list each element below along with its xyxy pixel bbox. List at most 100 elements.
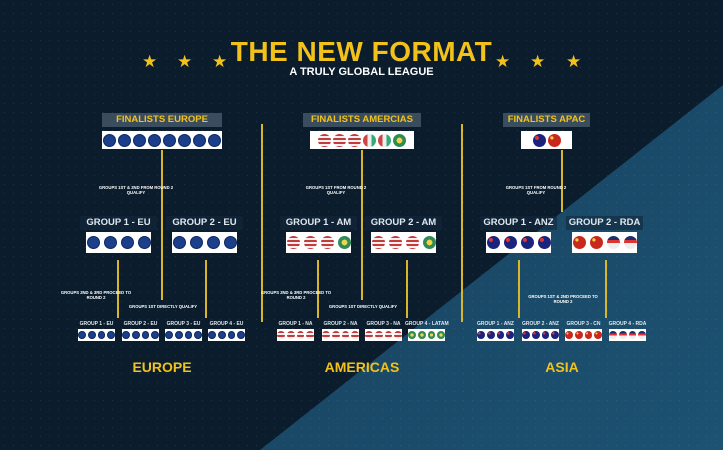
flag-us-icon xyxy=(296,331,305,339)
flag-eu-icon xyxy=(227,331,236,339)
round2-group-0-label: GROUP 1 - EU xyxy=(80,216,157,230)
flag-eu-icon xyxy=(86,236,100,249)
flag-eu-icon xyxy=(118,133,131,147)
flag-br-icon xyxy=(427,331,436,339)
flag-ml-icon xyxy=(628,331,637,339)
connector-line xyxy=(161,150,163,300)
round1-group-10-label: GROUP 3 - CN xyxy=(566,321,601,327)
flag-br-icon xyxy=(408,331,416,339)
round1-group-8-flags xyxy=(477,329,514,341)
flag-us-icon xyxy=(333,133,346,147)
note-eu-direct: GROUPS 1ST DIRECTLY QUALIFY xyxy=(128,304,198,309)
flag-us-icon xyxy=(318,133,331,147)
flag-eu-icon xyxy=(78,331,86,339)
flag-us-icon xyxy=(384,331,393,339)
star-icon: ★ xyxy=(530,52,546,71)
flag-br-icon xyxy=(393,133,406,147)
flag-eu-icon xyxy=(141,331,150,339)
flag-us-icon xyxy=(348,133,361,147)
divider-line xyxy=(261,124,263,322)
flag-br-icon xyxy=(422,236,436,249)
flag-eu-icon xyxy=(189,236,203,249)
note-am-top: GROUPS 1ST FROM ROUND 2 QUALIFY xyxy=(305,185,367,195)
flag-cn-icon xyxy=(565,331,573,339)
round1-group-3-flags xyxy=(208,329,245,341)
flag-br-icon xyxy=(437,331,445,339)
star-icon: ★ xyxy=(212,52,228,71)
flag-eu-icon xyxy=(103,236,117,249)
connector-line xyxy=(117,260,119,318)
round1-group-2-label: GROUP 3 - EU xyxy=(166,321,201,327)
flag-eu-icon xyxy=(122,331,130,339)
flag-ml-icon xyxy=(638,331,646,339)
round1-group-4-flags xyxy=(277,329,314,341)
round2-group-5-flags xyxy=(572,232,637,253)
flag-au-icon xyxy=(503,236,517,249)
round2-group-4-label: GROUP 1 - ANZ xyxy=(480,216,557,230)
flag-cn-icon xyxy=(572,236,586,249)
flag-au-icon xyxy=(477,331,485,339)
flag-eu-icon xyxy=(107,331,115,339)
flag-au-icon xyxy=(537,236,551,249)
connector-line xyxy=(361,150,363,300)
flag-au-icon xyxy=(486,331,495,339)
note-apac-proceed: GROUPS 1ST & 2ND PROCEED TO ROUND 2 xyxy=(528,294,598,304)
round1-group-9-label: GROUP 2 - ANZ xyxy=(522,321,559,327)
flag-eu-icon xyxy=(193,133,206,147)
flag-eu-icon xyxy=(208,133,221,147)
connector-line xyxy=(406,260,408,318)
flag-us-icon xyxy=(286,236,300,249)
flag-au-icon xyxy=(522,331,530,339)
flag-eu-icon xyxy=(174,331,183,339)
flag-eu-icon xyxy=(131,331,140,339)
flag-us-icon xyxy=(320,236,334,249)
finalists-1-flags xyxy=(310,131,414,149)
round1-group-6-flags xyxy=(365,329,402,341)
round1-group-5-flags xyxy=(322,329,359,341)
flag-cn-icon xyxy=(584,331,593,339)
connector-line xyxy=(561,150,563,212)
flag-eu-icon xyxy=(87,331,96,339)
flag-au-icon xyxy=(520,236,534,249)
flag-cn-icon xyxy=(589,236,603,249)
flag-eu-icon xyxy=(237,331,245,339)
flag-eu-icon xyxy=(178,133,191,147)
flag-au-icon xyxy=(496,331,505,339)
flag-ml-icon xyxy=(609,331,617,339)
round1-group-7-flags xyxy=(408,329,445,341)
round2-group-2-label: GROUP 1 - AM xyxy=(280,216,357,230)
round1-group-8-label: GROUP 1 - ANZ xyxy=(477,321,514,327)
flag-eu-icon xyxy=(206,236,220,249)
flag-us-icon xyxy=(322,331,330,339)
round1-group-4-label: GROUP 1 - NA xyxy=(278,321,313,327)
flag-br-icon xyxy=(417,331,426,339)
flag-au-icon xyxy=(506,331,514,339)
finalists-1-label: FINALISTS AMERCIAS xyxy=(303,113,421,127)
round2-group-2-flags xyxy=(286,232,351,253)
star-icon: ★ xyxy=(566,52,582,71)
region-europe: EUROPE xyxy=(132,359,192,375)
flag-mx-icon xyxy=(378,133,391,147)
round1-group-11-flags xyxy=(609,329,646,341)
round1-group-6-label: GROUP 3 - NA xyxy=(366,321,401,327)
flag-us-icon xyxy=(388,236,402,249)
connector-line xyxy=(518,260,520,318)
flag-eu-icon xyxy=(172,236,186,249)
round2-group-4-flags xyxy=(486,232,551,253)
round2-group-1-flags xyxy=(172,232,237,253)
flag-eu-icon xyxy=(184,331,193,339)
flag-br-icon xyxy=(337,236,351,249)
flag-eu-icon xyxy=(120,236,134,249)
connector-line xyxy=(205,260,207,318)
flag-au-icon xyxy=(551,331,559,339)
flag-us-icon xyxy=(341,331,350,339)
finalists-0-flags xyxy=(102,131,222,149)
flag-us-icon xyxy=(371,236,385,249)
note-apac-top: GROUPS 1ST FROM ROUND 2 QUALIFY xyxy=(505,185,567,195)
note-eu-top: GROUPS 1ST & 2ND FROM ROUND 2 QUALIFY xyxy=(98,185,174,195)
flag-us-icon xyxy=(286,331,295,339)
flag-eu-icon xyxy=(148,133,161,147)
connector-line xyxy=(605,260,607,318)
round1-group-7-label: GROUP 4 - LATAM xyxy=(405,321,449,327)
star-icon: ★ xyxy=(142,52,158,71)
